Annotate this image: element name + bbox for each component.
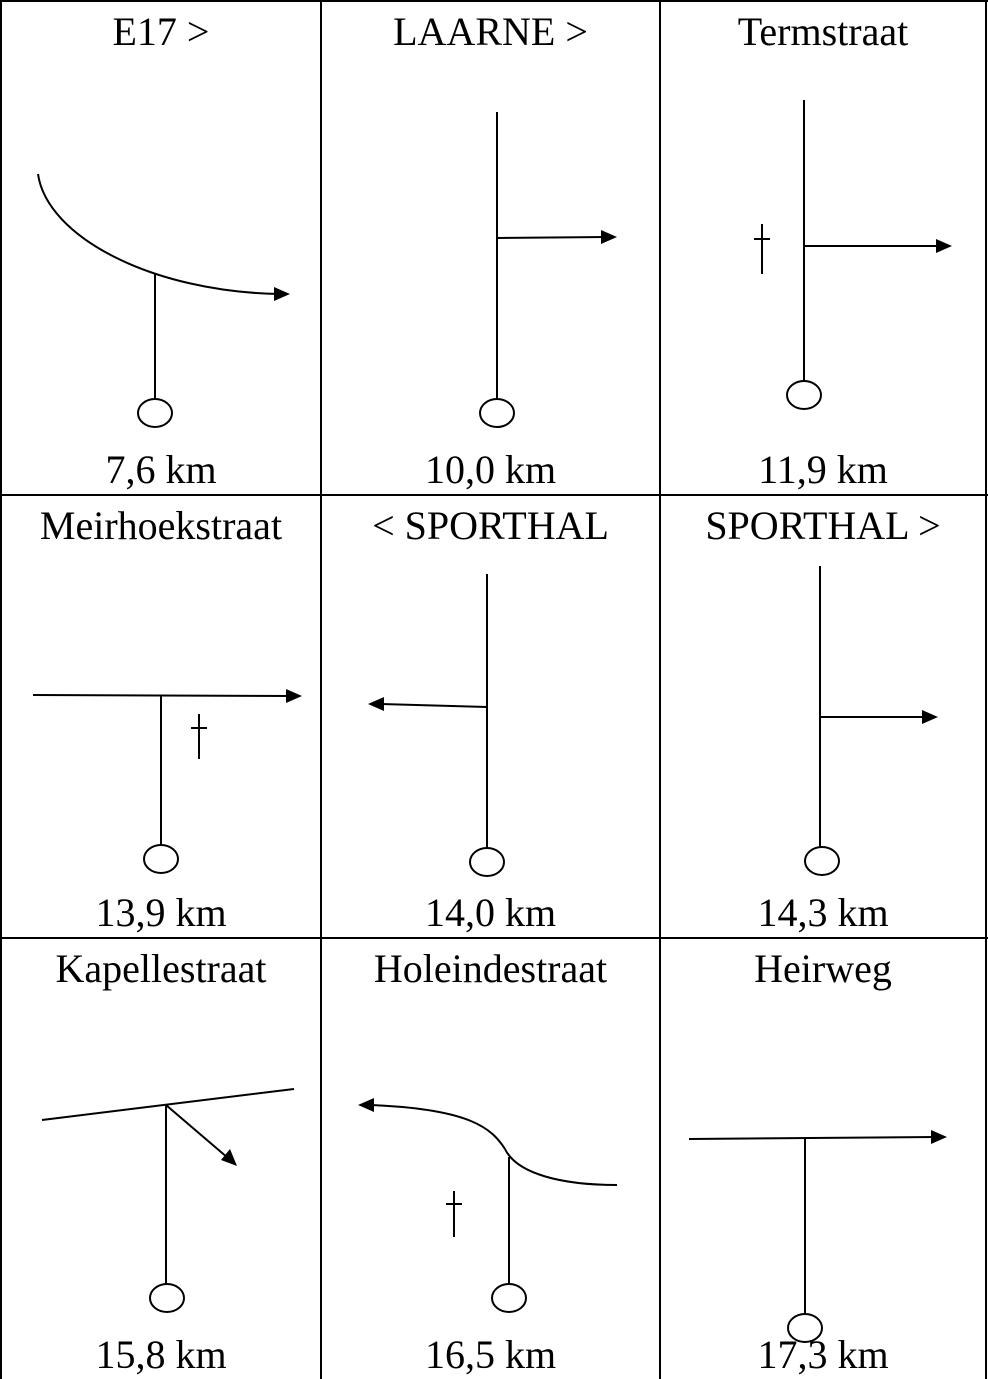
cell-sporthal-right: SPORTHAL > 14,3 km [661,496,985,937]
cell-heirweg: Heirweg 17,3 km [661,939,985,1379]
arrowhead [931,1130,947,1144]
arrowhead [286,689,302,703]
start-circle [149,1283,185,1313]
turn-sketch [688,1130,947,1343]
start-circle [137,398,173,428]
turn-road [165,1104,229,1159]
cell-distance: 15,8 km [95,1332,227,1377]
cell-distance: 7,6 km [105,447,217,492]
grid-line-left [0,0,2,1379]
turn-road [496,236,608,239]
cell-holeindestraat: Holeindestraat 16,5 km [322,939,659,1379]
cell-title: Termstraat [737,9,909,54]
cross-road [41,1088,295,1121]
arrowhead [922,710,938,724]
cell-title: SPORTHAL > [705,503,941,548]
cell-title: Holeindestraat [373,946,608,991]
turn-sketch [358,1098,618,1313]
start-circle [786,380,822,410]
cross-road [32,694,293,697]
cell-distance: 16,5 km [424,1332,557,1377]
grid-line-row-1 [0,494,988,496]
turn-sketch [754,100,952,410]
start-circle [491,1283,527,1313]
turn-sketch [37,173,290,428]
cell-distance: 11,9 km [758,447,888,492]
grid-line-right [985,0,987,1379]
cell-meirhoekstraat: Meirhoekstraat 13,9 km [2,496,320,937]
cell-title: Heirweg [754,946,892,991]
turn-sketch [41,1088,295,1313]
road-curve [369,1104,618,1186]
arrowhead [274,287,290,301]
start-circle [804,846,840,876]
cell-title: LAARNE > [393,9,588,54]
arrowhead [221,1149,237,1166]
cell-title: Meirhoekstraat [39,503,283,548]
grid-line-col-2 [659,0,661,1379]
cell-title: < SPORTHAL [372,503,609,548]
road-curve [37,173,281,295]
cell-distance: 14,3 km [757,890,889,935]
turn-sketch [368,574,505,877]
cell-distance: 13,9 km [95,890,227,935]
arrowhead [358,1098,374,1112]
cell-title: Kapellestraat [55,946,267,991]
grid-line-top [0,0,988,2]
cell-distance: 10,0 km [424,447,557,492]
cell-laarne: LAARNE > 10,0 km [322,2,659,494]
arrowhead [601,230,617,244]
cell-distance: 17,3 km [757,1332,889,1377]
turn-sketch [479,112,617,428]
turn-sketch [804,566,938,876]
arrowhead [368,697,384,711]
cell-kapellestraat: Kapellestraat 15,8 km [2,939,320,1379]
cell-distance: 14,0 km [424,890,557,935]
start-circle [469,847,505,877]
start-circle [479,398,515,428]
grid-line-row-2 [0,937,988,939]
arrowhead [936,239,952,253]
turn-road [379,703,488,708]
cross-road [688,1136,937,1140]
cell-e17: E17 > 7,6 km [2,2,320,494]
grid-line-col-1 [320,0,322,1379]
start-circle [143,844,179,874]
turn-sketch [32,689,302,874]
cell-title: E17 > [112,9,210,54]
cell-termstraat: Termstraat 11,9 km [661,2,985,494]
cell-sporthal-left: < SPORTHAL 14,0 km [322,496,659,937]
start-circle [787,1313,823,1343]
